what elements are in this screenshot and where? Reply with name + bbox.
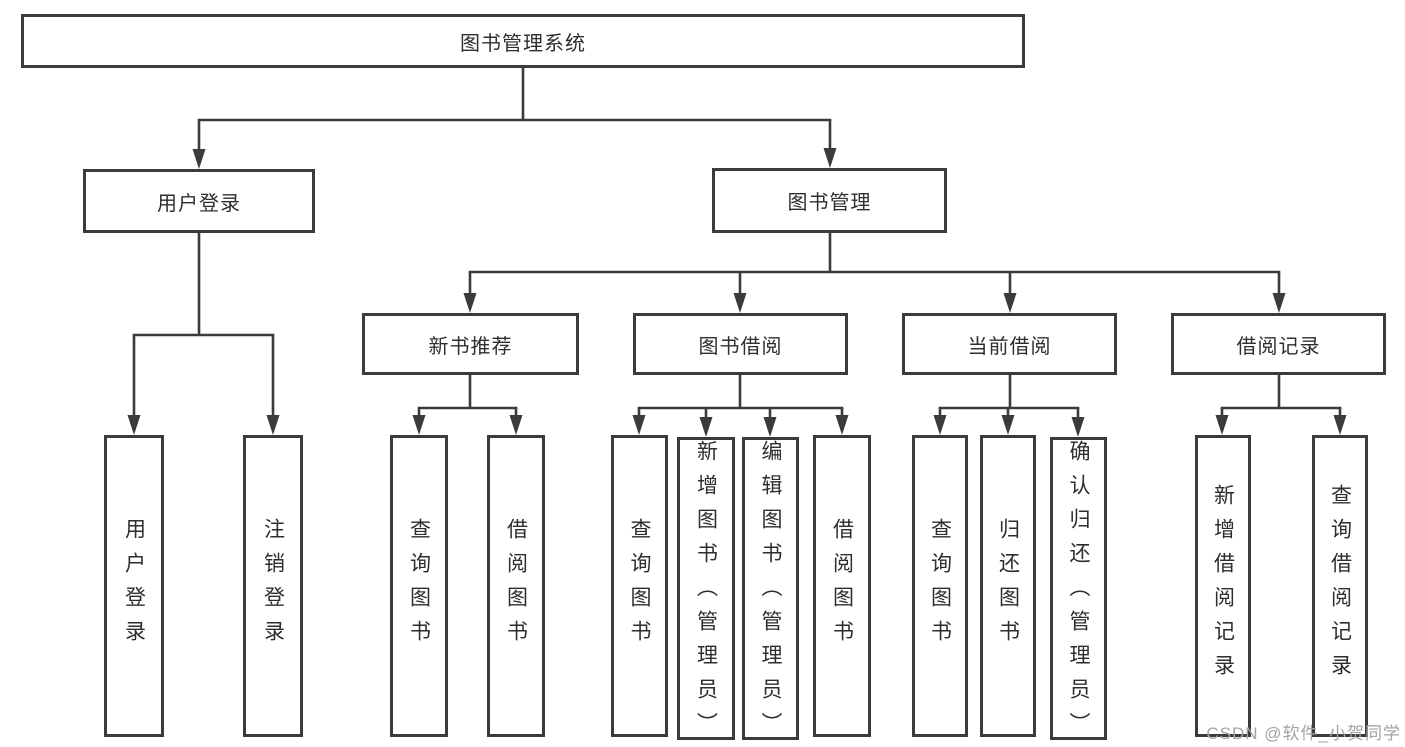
node-current-borrowing: 当前借阅 <box>902 313 1117 375</box>
node-leaf-query-books-current: 查询图书 <box>912 435 968 737</box>
node-leaf-borrow-books-rec: 借阅图书 <box>487 435 545 737</box>
node-leaf-return-books: 归还图书 <box>980 435 1036 737</box>
node-new-book-recommend: 新书推荐 <box>362 313 579 375</box>
arrowhead-icon <box>632 415 646 435</box>
node-borrowing-records: 借阅记录 <box>1171 313 1386 375</box>
node-leaf-add-books-admin: 新增图书（管理员） <box>677 437 735 746</box>
node-book-borrowing: 图书借阅 <box>633 313 848 375</box>
node-leaf-confirm-return-admin: 确认归还（管理员） <box>1050 437 1107 746</box>
node-leaf-add-borrow-record: 新增借阅记录 <box>1195 435 1251 737</box>
node-user-login: 用户登录 <box>83 169 315 233</box>
arrowhead-icon <box>1001 415 1015 435</box>
node-leaf-logout: 注销登录 <box>243 435 303 737</box>
arrowhead-icon <box>763 417 777 437</box>
arrowhead-icon <box>835 415 849 435</box>
arrowhead-icon <box>127 415 141 435</box>
node-book-management: 图书管理 <box>712 168 947 233</box>
arrowhead-icon <box>823 148 837 168</box>
node-root: 图书管理系统 <box>21 14 1025 68</box>
node-leaf-borrow-books: 借阅图书 <box>813 435 871 737</box>
arrowhead-icon <box>1003 293 1017 313</box>
arrowhead-icon <box>699 417 713 437</box>
arrowhead-icon <box>192 149 206 169</box>
watermark: CSDN @软件_小贺同学 <box>1206 724 1401 743</box>
arrowhead-icon <box>463 293 477 313</box>
arrowhead-icon <box>509 415 523 435</box>
arrowhead-icon <box>1333 415 1347 435</box>
node-leaf-query-books-borrow: 查询图书 <box>611 435 668 737</box>
arrowhead-icon <box>1071 417 1085 437</box>
arrowhead-icon <box>1272 293 1286 313</box>
arrowhead-icon <box>1215 415 1229 435</box>
arrowhead-icon <box>266 415 280 435</box>
node-leaf-user-login: 用户登录 <box>104 435 164 737</box>
node-leaf-query-books-rec: 查询图书 <box>390 435 448 737</box>
node-leaf-edit-books-admin: 编辑图书（管理员） <box>742 437 799 746</box>
arrowhead-icon <box>933 415 947 435</box>
node-leaf-query-borrow-record: 查询借阅记录 <box>1312 435 1368 737</box>
arrowhead-icon <box>733 293 747 313</box>
arrowhead-icon <box>412 415 426 435</box>
